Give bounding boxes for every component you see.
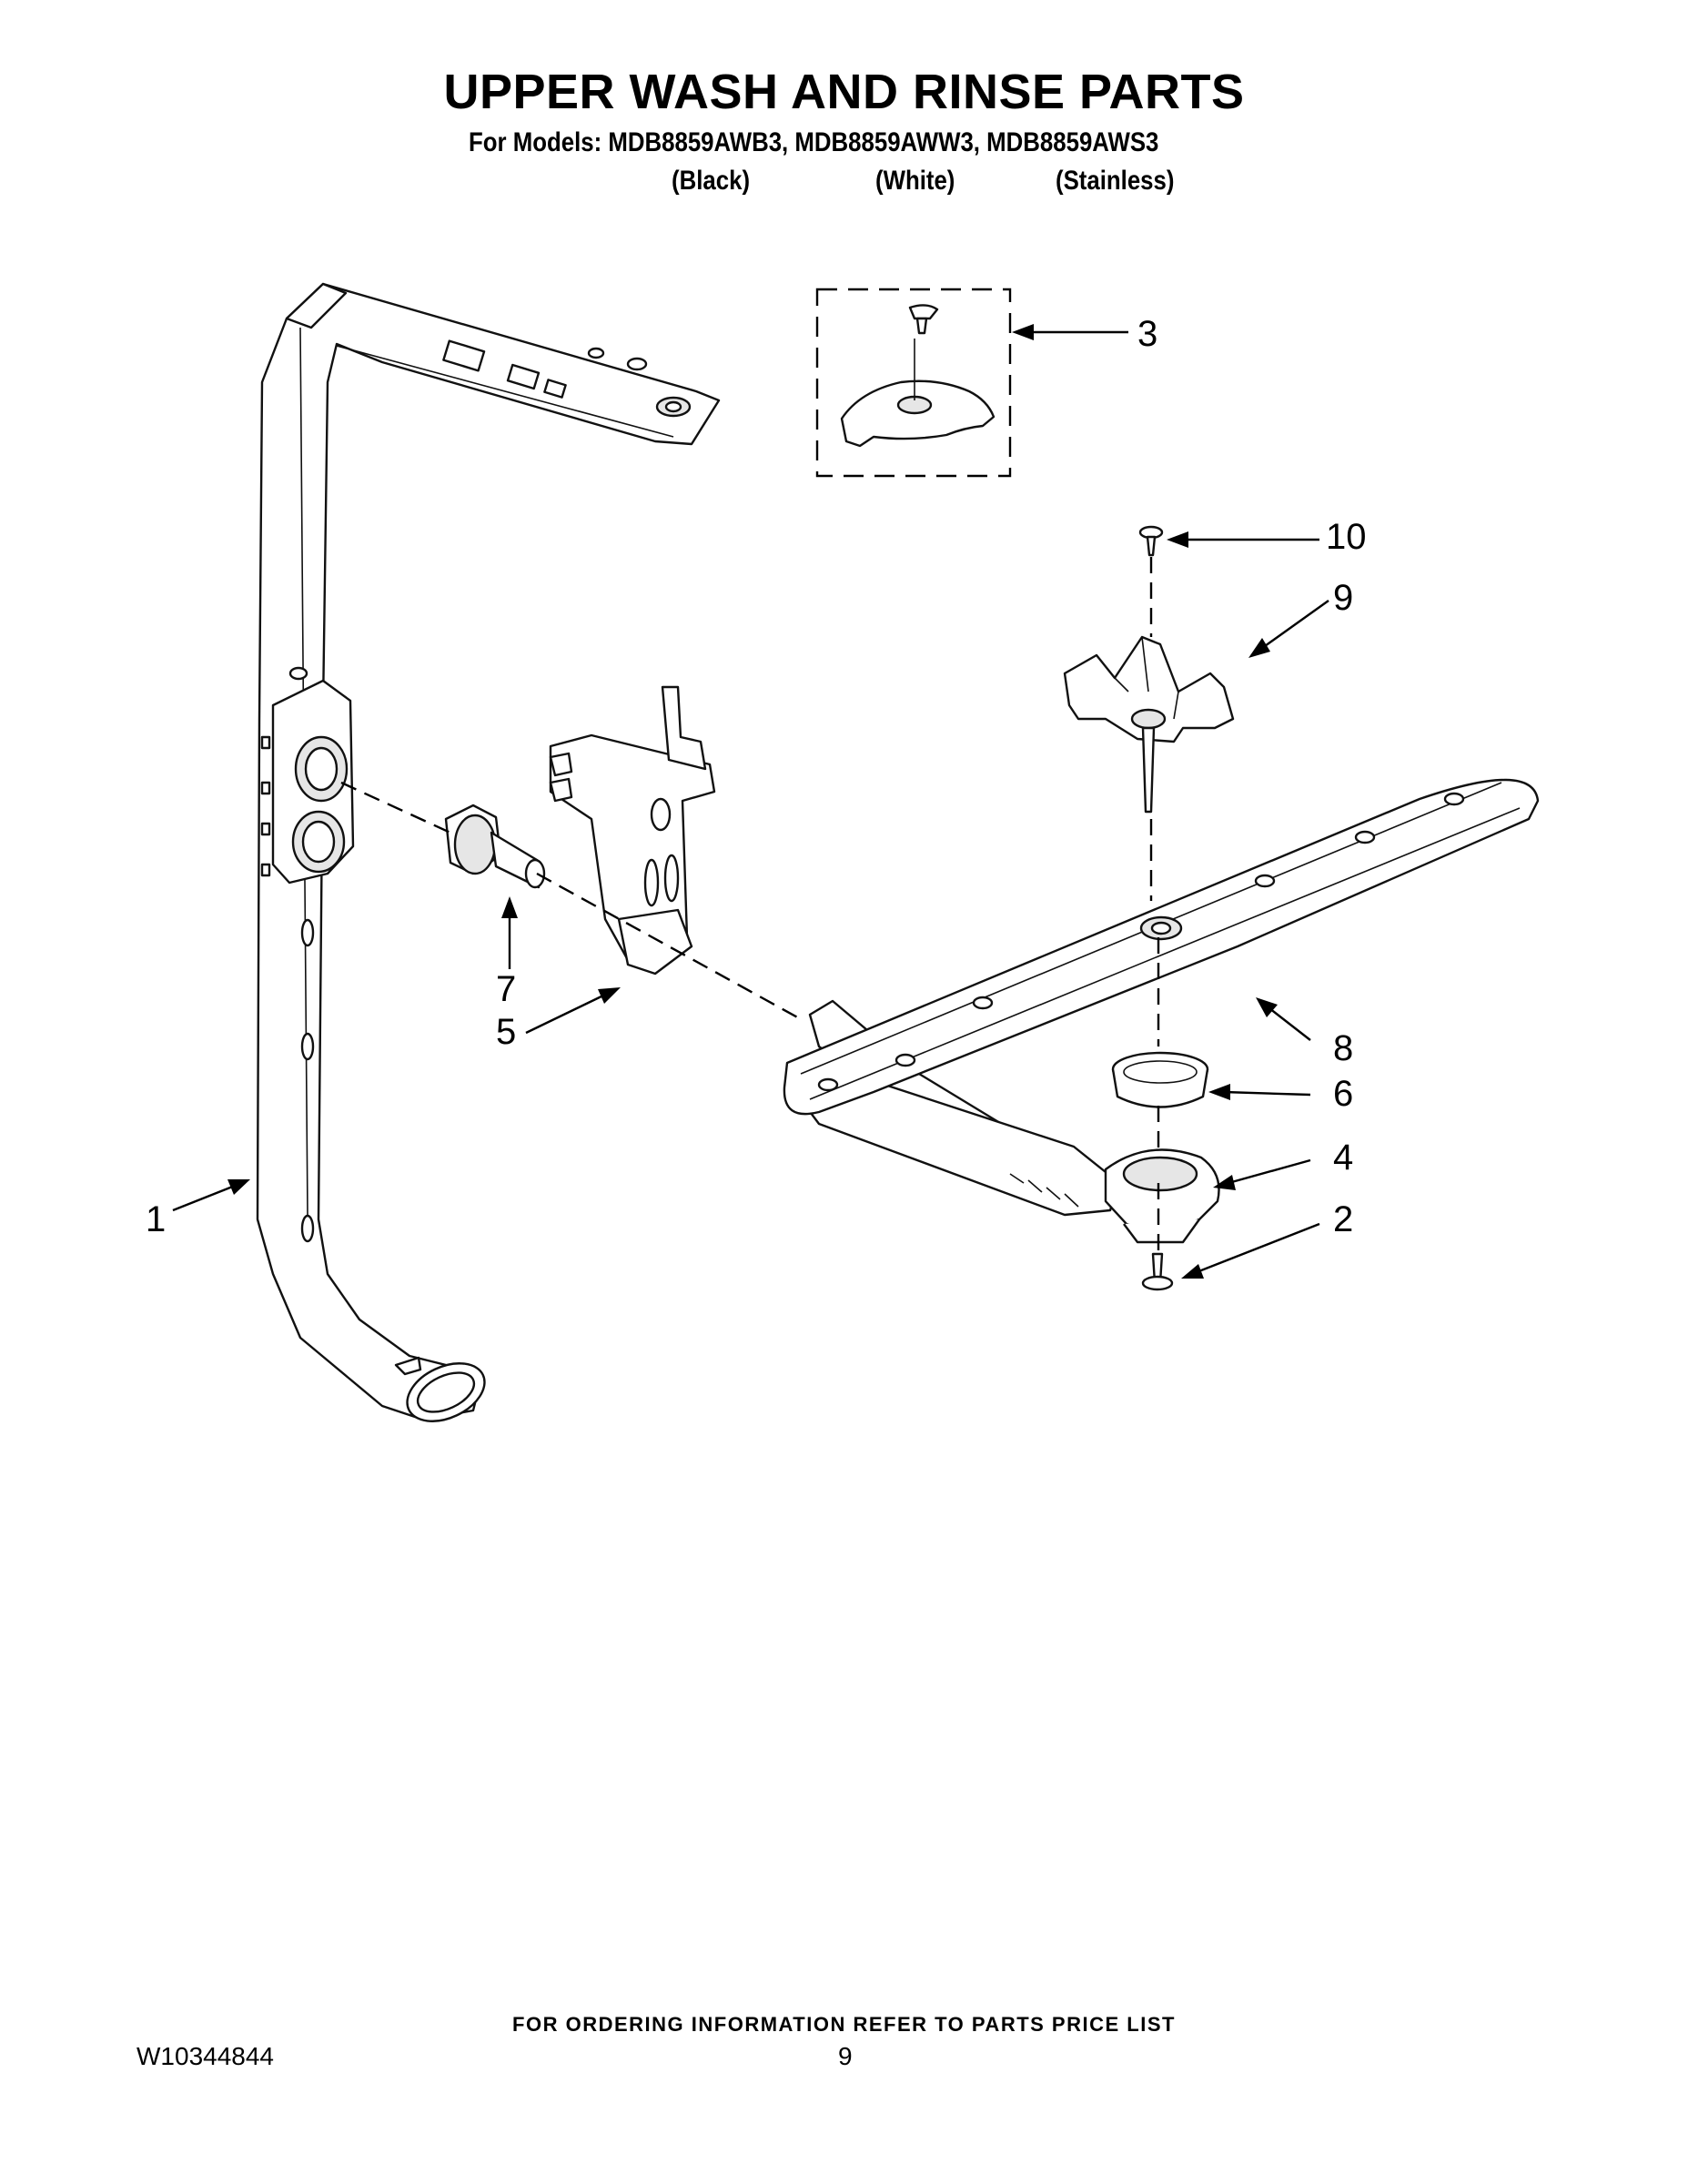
callout-3: 3: [1137, 314, 1158, 354]
part-7-nozzle: [444, 804, 546, 889]
ordering-note: FOR ORDERING INFORMATION REFER TO PARTS …: [512, 2013, 1176, 2036]
part-6-ring: [1111, 1051, 1209, 1108]
leader-lines: [172, 324, 1329, 1279]
callout-10: 10: [1326, 517, 1367, 557]
page-title: UPPER WASH AND RINSE PARTS: [443, 65, 1245, 119]
alignment-line-vertical-axis: [1149, 557, 1160, 1254]
part-10-screw: [1138, 525, 1164, 557]
part-2-screw: [1141, 1252, 1174, 1291]
page-number: 9: [838, 2042, 853, 2070]
part-9-hub-cage: [1063, 635, 1235, 814]
callout-9: 9: [1333, 578, 1354, 618]
variant-black: (Black): [672, 166, 751, 196]
callout-1: 1: [146, 1199, 167, 1239]
callout-6: 6: [1333, 1074, 1354, 1114]
callout-5: 5: [496, 1012, 517, 1052]
callout-7: 7: [496, 969, 517, 1009]
models-line: For Models: MDB8859AWB3, MDB8859AWW3, MD…: [469, 127, 1159, 157]
part-1-supply-tube: [256, 282, 721, 1422]
part-5-bracket: [549, 685, 716, 976]
variant-white: (White): [875, 166, 955, 196]
part-8-spray-arm: [783, 778, 1540, 1217]
callout-2: 2: [1333, 1199, 1354, 1239]
callout-8: 8: [1333, 1028, 1354, 1068]
variant-stainless: (Stainless): [1056, 166, 1175, 196]
part-3-clip-assembly: [815, 288, 1012, 478]
part-4-bearing-housing: [1104, 1148, 1220, 1244]
document-number: W10344844: [136, 2042, 275, 2070]
callout-4: 4: [1333, 1138, 1354, 1178]
alignment-line-tube-to-nozzle: [340, 781, 451, 834]
